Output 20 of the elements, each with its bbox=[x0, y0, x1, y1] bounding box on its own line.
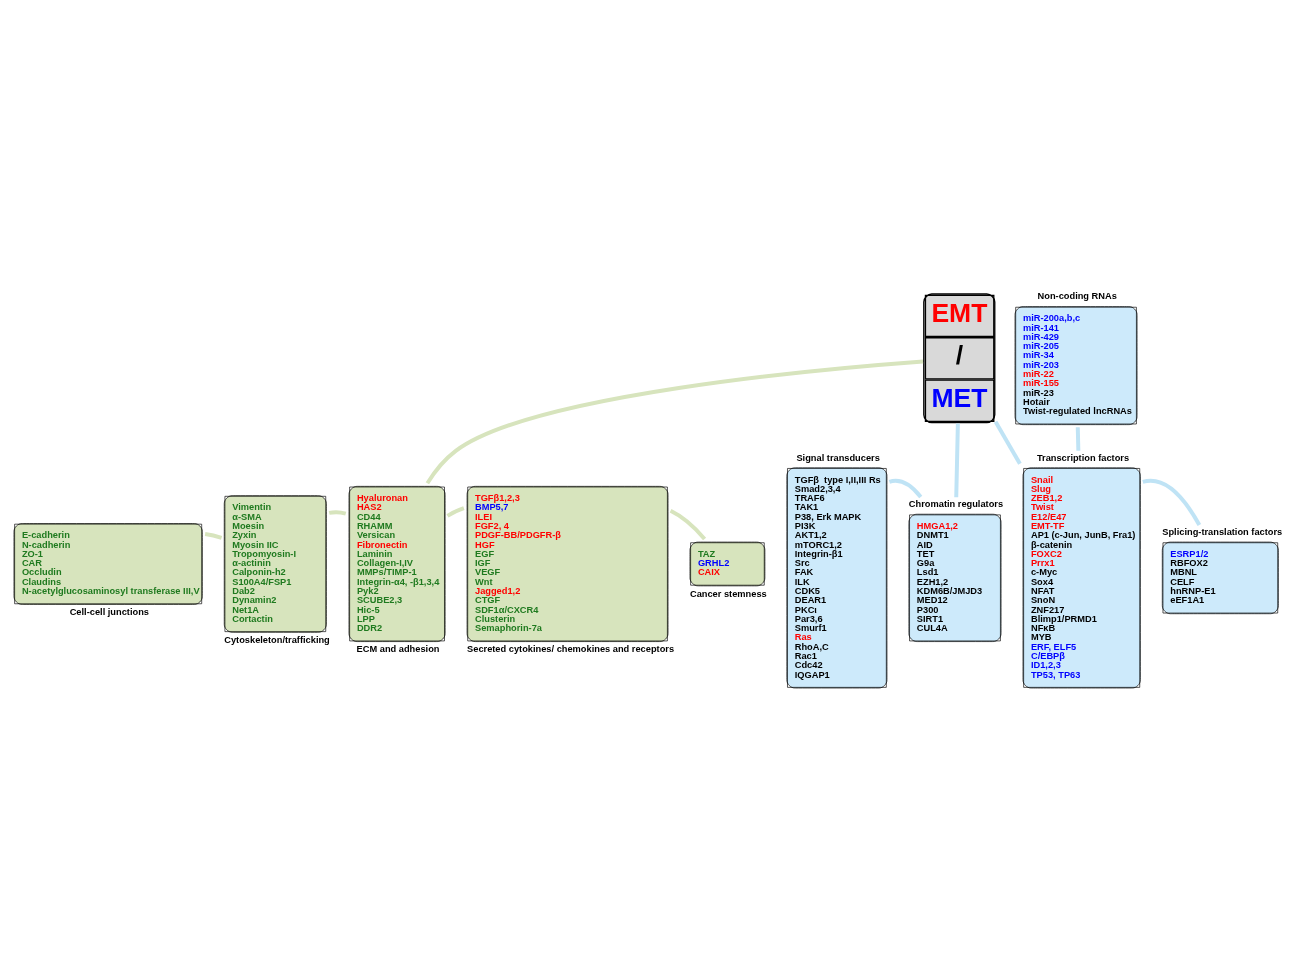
node-label: Cytoskeleton/trafficking bbox=[224, 634, 330, 645]
connector bbox=[1142, 478, 1202, 526]
node-label: Secreted cytokines/ chemokines and receptors bbox=[467, 643, 675, 654]
node-label: ECM and adhesion bbox=[356, 643, 440, 654]
node-label: Cell-cell junctions bbox=[69, 606, 149, 617]
connector bbox=[669, 508, 707, 540]
node-label: Cancer stemness bbox=[689, 588, 767, 599]
node-label: Non-coding RNAs bbox=[1037, 290, 1117, 301]
connector bbox=[425, 358, 924, 484]
node-label: Signal transducers bbox=[796, 452, 880, 463]
node-label: Transcription factors bbox=[1036, 452, 1130, 463]
connector bbox=[993, 420, 1022, 465]
node-label: Splicing-translation factors bbox=[1162, 526, 1283, 537]
connector bbox=[446, 505, 465, 518]
connector bbox=[1075, 426, 1081, 451]
connector bbox=[888, 478, 923, 498]
connector bbox=[954, 422, 960, 497]
node-label: Chromatin regulators bbox=[908, 498, 1004, 509]
connector bbox=[204, 531, 223, 540]
connector bbox=[328, 509, 347, 516]
